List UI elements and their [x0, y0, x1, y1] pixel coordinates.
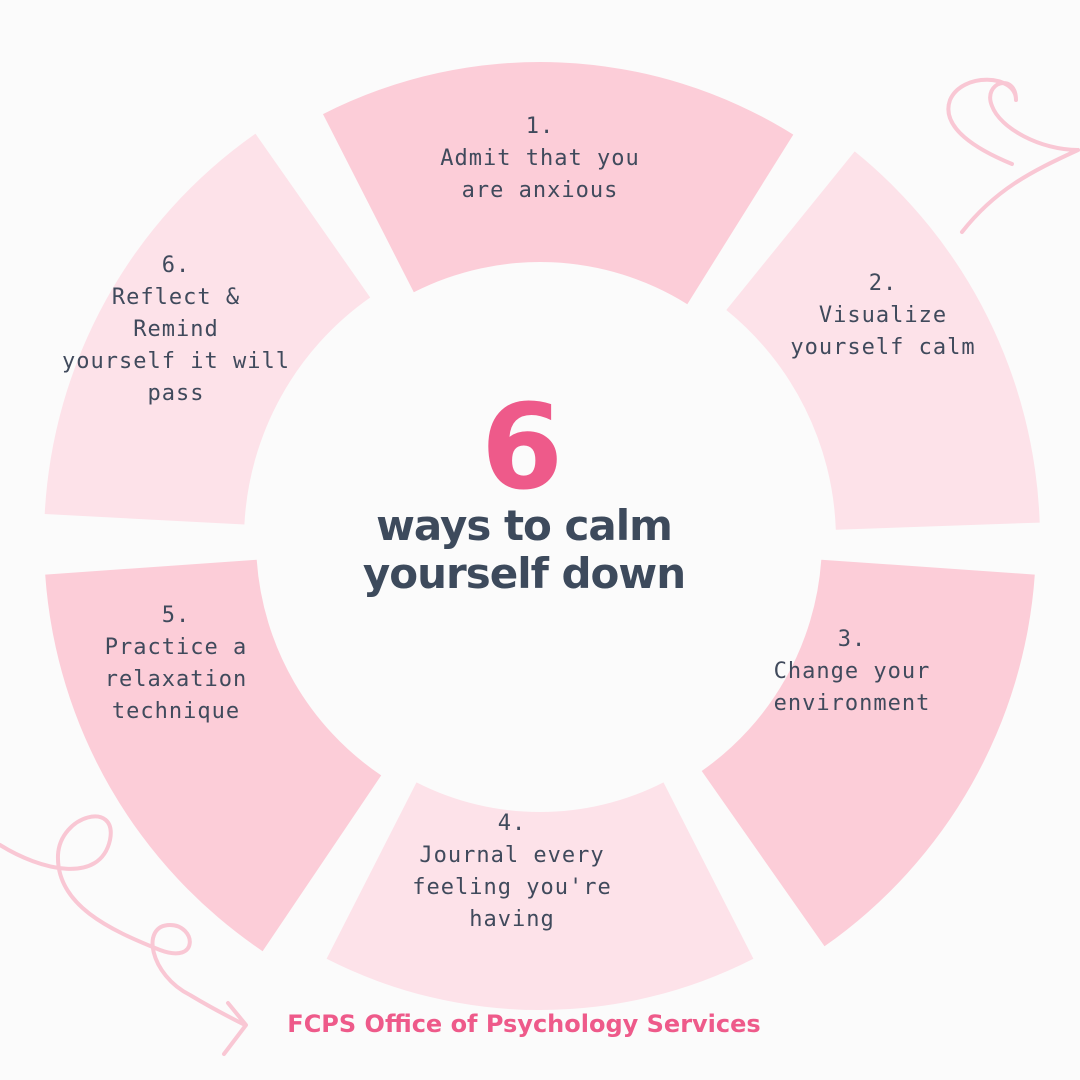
step-segment-4: [326, 782, 754, 1011]
step-6-line-4: yourself it will: [62, 349, 290, 374]
step-segment-1: [323, 61, 794, 305]
step-segment-2: [726, 151, 1040, 530]
step-segment-3: [701, 559, 1035, 947]
step-4-line-1: 4.: [498, 811, 527, 836]
step-3-line-3: environment: [774, 691, 931, 716]
step-text-2: 2. Visualize yourself calm: [790, 271, 975, 360]
footer-credit: FCPS Office of Psychology Services: [287, 1010, 760, 1038]
step-4-line-4: having: [469, 907, 554, 932]
step-4-line-2: Journal every: [419, 843, 604, 868]
step-segment-5: [45, 559, 382, 952]
step-text-5: 5. Practice a relaxation technique: [105, 603, 247, 724]
heart-doodle-icon: [946, 77, 1080, 234]
center-title-line-1: ways to calm: [376, 501, 672, 550]
center-number: 6: [481, 378, 563, 516]
step-2-line-1: 2.: [869, 271, 898, 296]
step-6-line-3: Remind: [133, 317, 218, 342]
step-5-line-3: relaxation: [105, 667, 247, 692]
swirl-arrow-doodle: [0, 814, 247, 1027]
step-6-line-2: Reflect &: [112, 285, 240, 310]
step-5-line-4: technique: [112, 699, 240, 724]
step-1-line-1: 1.: [526, 114, 555, 139]
step-text-6: 6. Reflect & Remind yourself it will pass: [62, 253, 290, 406]
step-6-line-5: pass: [148, 381, 205, 406]
step-1-line-3: are anxious: [462, 178, 619, 203]
step-text-1: 1. Admit that you are anxious: [440, 114, 639, 203]
arrow-head-icon: [222, 1001, 248, 1056]
step-segment-6: [44, 133, 371, 525]
step-3-line-2: Change your: [774, 659, 931, 684]
step-text-3: 3. Change your environment: [774, 627, 931, 716]
center-title-line-2: yourself down: [363, 549, 685, 598]
step-5-line-2: Practice a: [105, 635, 247, 660]
steps-ring: 1. Admit that you are anxious 2. Visualize yo…: [44, 61, 1040, 1011]
step-2-line-3: yourself calm: [790, 335, 975, 360]
step-1-line-2: Admit that you: [440, 146, 639, 171]
step-4-line-3: feeling you're: [412, 875, 611, 900]
step-2-line-2: Visualize: [819, 303, 947, 328]
step-text-4: 4. Journal every feeling you're having: [412, 811, 611, 932]
step-5-line-1: 5.: [162, 603, 191, 628]
step-6-line-1: 6.: [162, 253, 191, 278]
step-3-line-1: 3.: [838, 627, 867, 652]
